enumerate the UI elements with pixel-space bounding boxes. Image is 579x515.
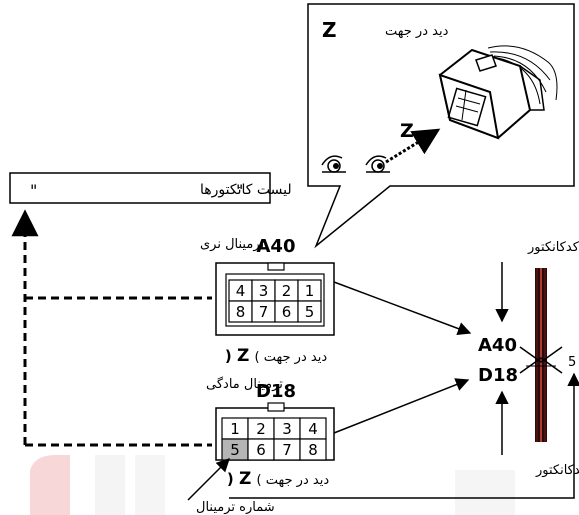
callout-view-title: دید در جهت (385, 24, 449, 39)
wire-side: کدکانکتور A40 D18 کدکانکتور 5 (229, 240, 579, 499)
female-connector-code: D18 (256, 381, 296, 402)
male-pin-label: 6 (282, 303, 292, 321)
view-callout: دید در جهت Z Z (307, 3, 575, 249)
terminal-number-label: شماره ترمینال (196, 500, 275, 515)
wire-code-d: D18 (478, 365, 518, 386)
female-pin-label: 4 (308, 420, 318, 438)
callout-arrow-letter: Z (400, 120, 414, 142)
male-pin-label: 4 (236, 282, 246, 300)
wire-pin-number: 5 (568, 355, 576, 370)
female-pin-label: 6 (256, 441, 266, 459)
male-pin-label: 3 (259, 282, 269, 300)
female-pin-cell (299, 438, 327, 461)
callout-view-letter: Z (322, 18, 337, 42)
female-pin-label: 1 (230, 420, 240, 438)
female-to-code-arrow (333, 378, 470, 434)
male-pin-cell (297, 300, 322, 323)
male-connector-code: A40 (257, 236, 296, 257)
connector-list-quote-left: " (30, 181, 37, 200)
wire-code-a: A40 (478, 335, 517, 356)
male-view-caption: ) Z ( دید در جهت (225, 346, 327, 366)
eye-icon (321, 155, 346, 173)
terminal-number-arrow (187, 458, 230, 501)
connector-code-label-top: کدکانکتور (527, 240, 579, 255)
male-pin-label: 5 (305, 303, 315, 321)
watermark (30, 455, 515, 515)
connector-plug-drawing (438, 45, 558, 140)
male-to-code-arrow (333, 281, 472, 336)
connector-code-label-bottom: کدکانکتور (535, 463, 579, 478)
eye-icon (365, 155, 390, 173)
female-pin-label: 7 (282, 441, 292, 459)
connector-list-quote-right: " (236, 181, 243, 200)
male-pin-label: 8 (236, 303, 246, 321)
connector-list-box: " لیست کانکتورها " (9, 172, 292, 204)
male-terminal-label: ترمینال نری (200, 237, 264, 252)
pin-return-line (229, 372, 579, 499)
female-view-caption: ) Z ( دید در جهت (227, 469, 329, 489)
female-pin-label: 8 (308, 441, 318, 459)
male-pin-label: 7 (259, 303, 269, 321)
connector-list-label: لیست کانکتورها (200, 182, 292, 198)
female-pin-label: 5 (230, 441, 240, 459)
view-direction-arrow (385, 128, 441, 164)
female-terminal-label: ترمینال مادگی (206, 376, 283, 392)
male-pin-label: 2 (282, 282, 292, 300)
dashed-routing (11, 209, 212, 447)
female-pin-label: 3 (282, 420, 292, 438)
male-pin-label: 1 (305, 282, 315, 300)
female-pin-label: 2 (256, 420, 266, 438)
